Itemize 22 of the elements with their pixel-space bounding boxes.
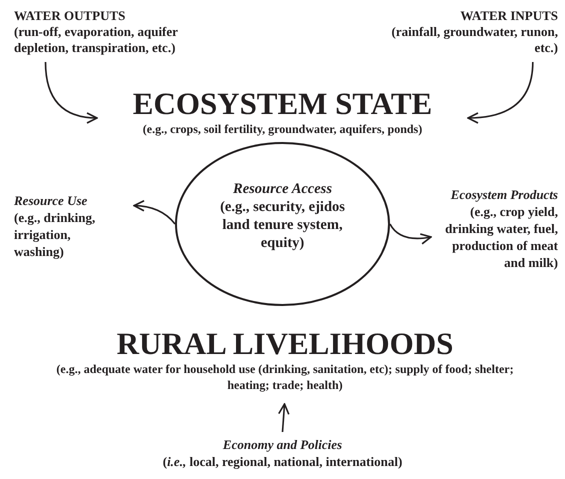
examples-text: (rainfall, groundwater, runon, etc.) [390, 24, 558, 56]
curved-arrow [278, 403, 290, 432]
examples-text: (i.e., local, regional, national, international) [162, 453, 404, 470]
main-heading: ECOSYSTEM STATE [132, 87, 434, 121]
examples-text: (e.g., drinking, irrigation, washing) [14, 209, 96, 260]
group-heading: Ecosystem Products [450, 186, 558, 203]
examples-text: (run-off, evaporation, aquifer depletion, transpiration, etc.) [14, 24, 179, 56]
group-heading: WATER INPUTS [459, 8, 558, 24]
main-heading: RURAL LIVELIHOODS [116, 327, 454, 361]
group-heading: Economy and Policies [222, 436, 344, 453]
group-heading: Resource Use [14, 192, 88, 209]
examples-text: (e.g., crop yield, drinking water, fuel, production of meat and milk) [444, 203, 558, 271]
examples-text: (e.g., adequate water for household use (drinking, sanitation, etc); supply of food; shelter; heating; trade; health) [55, 361, 515, 393]
examples-text: (e.g., security, ejidos land tenure system, equity) [219, 198, 346, 252]
circle-node [175, 142, 390, 306]
examples-text: (e.g., crops, soil fertility, groundwater, aquifers, ponds) [142, 121, 424, 137]
group-heading: WATER OUTPUTS [14, 8, 126, 24]
circle-heading: Resource Access [232, 180, 333, 198]
curved-arrow [133, 200, 176, 225]
curved-arrow [467, 62, 534, 124]
curved-arrow [44, 62, 98, 124]
curved-arrow [389, 224, 432, 244]
